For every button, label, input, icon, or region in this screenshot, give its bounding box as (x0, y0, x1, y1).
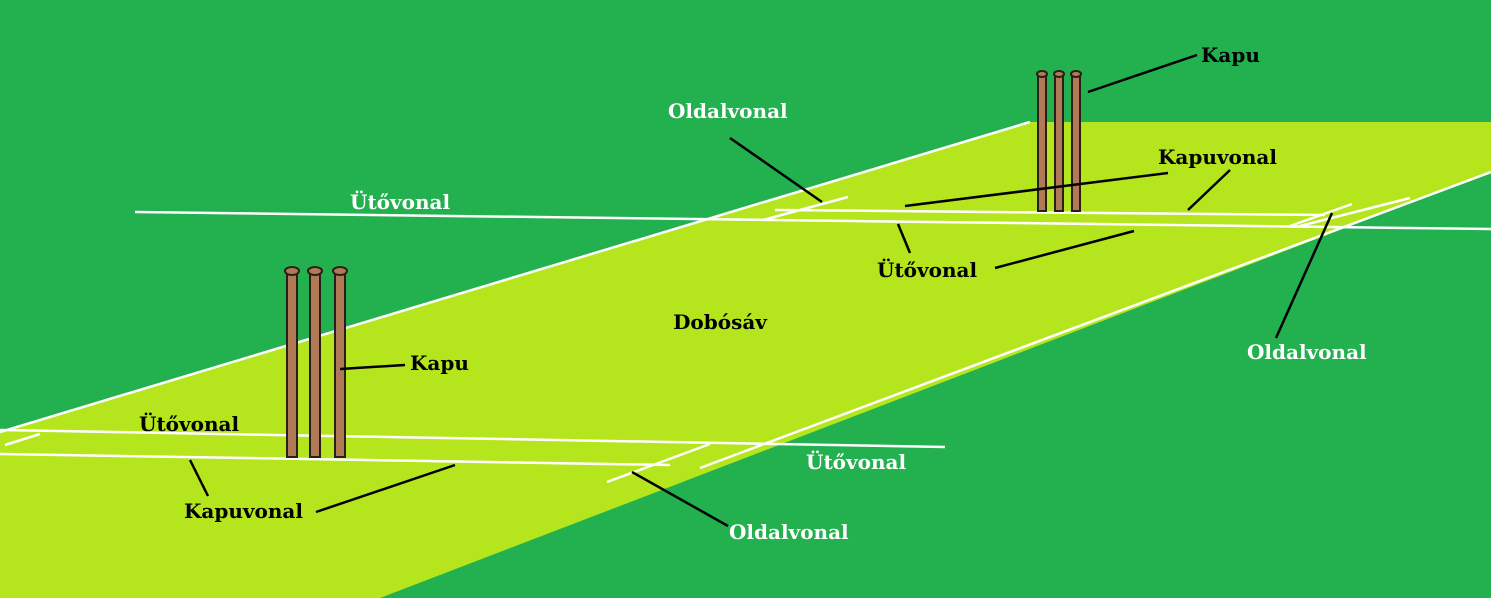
far-popping-crease-line (134, 210, 1491, 231)
far-wicket-label: Kapu (1201, 43, 1260, 67)
leader-far-popping-a (896, 223, 912, 254)
far-return-crease-left-label: Oldalvonal (668, 99, 788, 123)
far-popping-crease-label: Ütővonal (877, 257, 977, 282)
near-stump-1-top (284, 266, 300, 276)
near-popping-crease-right-label: Ütővonal (806, 449, 906, 474)
far-stump-3-top (1070, 70, 1082, 78)
near-bowling-crease-label: Kapuvonal (184, 499, 303, 523)
far-stump-2-top (1053, 70, 1065, 78)
pitch-edge-right (699, 170, 1491, 470)
far-return-crease-right-ext (1299, 196, 1411, 228)
far-stump-1 (1037, 73, 1047, 212)
near-popping-crease-label: Ütővonal (139, 411, 239, 436)
far-stump-1-top (1036, 70, 1048, 78)
near-return-crease-label: Oldalvonal (729, 520, 849, 544)
far-wicket (1036, 70, 1082, 212)
pitch-edge-left (0, 120, 1031, 434)
leader-far-popping-b (994, 229, 1135, 270)
near-return-crease-line (606, 442, 711, 484)
far-return-crease-left-line (762, 195, 849, 222)
near-return-crease-left-line (4, 432, 41, 447)
leader-far-return-left (729, 136, 823, 204)
leader-near-bowling-a (188, 459, 210, 497)
pitch-label: Dobósáv (673, 310, 768, 334)
leader-far-bowling-crease-a (904, 171, 1169, 208)
far-return-crease-right-line (1289, 202, 1353, 228)
near-popping-crease-line (0, 428, 946, 449)
leader-near-wicket (339, 363, 406, 371)
leader-near-return (631, 470, 729, 528)
far-popping-crease-left-label: Ütővonal (350, 189, 450, 214)
leader-near-bowling-b (315, 463, 456, 514)
far-stump-2 (1054, 73, 1064, 212)
pitch-strip (0, 122, 1491, 598)
leader-far-return-right (1274, 212, 1334, 339)
far-bowling-crease-line (774, 208, 1326, 217)
far-return-crease-right-label: Oldalvonal (1247, 340, 1367, 364)
near-wicket (284, 266, 348, 458)
near-stump-2-top (307, 266, 323, 276)
far-bowling-crease-label: Kapuvonal (1158, 145, 1277, 169)
near-stump-3 (334, 271, 346, 458)
near-stump-2 (309, 271, 321, 458)
near-stump-1 (286, 271, 298, 458)
leader-far-bowling-crease-b (1187, 169, 1231, 211)
near-bowling-crease-line (0, 452, 671, 467)
leader-far-wicket (1087, 53, 1198, 94)
near-stump-3-top (332, 266, 348, 276)
far-stump-3 (1071, 73, 1081, 212)
near-wicket-label: Kapu (410, 351, 469, 375)
